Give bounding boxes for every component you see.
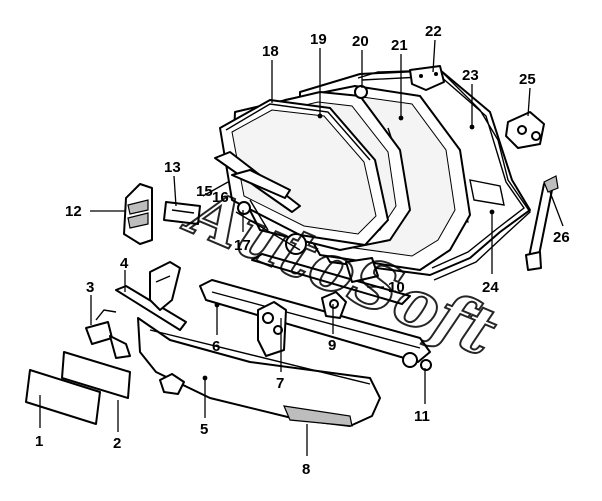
callout-5: 5 [200, 421, 208, 438]
callout-labels: 1 2 3 4 5 6 7 8 9 10 11 12 13 15 16 17 1… [35, 23, 570, 478]
lamp-12 [123, 183, 153, 245]
mount-10 [345, 257, 379, 283]
callout-23: 23 [462, 67, 479, 84]
callout-26: 26 [553, 229, 570, 246]
plate-lamp-3 [85, 309, 131, 359]
plate-1 [25, 369, 101, 425]
bumper-mounts [257, 257, 379, 357]
wiper-assembly [214, 151, 307, 255]
seal-23 [357, 69, 531, 281]
callout-15: 15 [196, 183, 213, 200]
tailgate-fittings [354, 65, 559, 271]
callout-10: 10 [388, 279, 405, 296]
callout-21: 21 [391, 37, 408, 54]
callout-9: 9 [328, 337, 336, 354]
callout-16: 16 [212, 189, 229, 206]
clip [159, 373, 185, 395]
callout-24: 24 [482, 279, 499, 296]
callout-17: 17 [234, 237, 251, 254]
hinge-22 [409, 65, 445, 91]
callout-8: 8 [302, 461, 310, 478]
callout-1: 1 [35, 433, 43, 450]
callout-2: 2 [113, 435, 121, 452]
callout-25: 25 [519, 71, 536, 88]
callout-19: 19 [310, 31, 327, 48]
callout-20: 20 [352, 33, 369, 50]
callout-18: 18 [262, 43, 279, 60]
bumper-stop-20 [354, 85, 368, 99]
callout-6: 6 [212, 338, 220, 355]
badge-13 [163, 201, 201, 225]
bumper-bracket-4 [115, 261, 187, 331]
callout-3: 3 [86, 279, 94, 296]
plate-holder-2 [61, 351, 131, 399]
leader-lines [39, 39, 564, 456]
callout-4: 4 [120, 255, 129, 272]
callout-13: 13 [164, 159, 181, 176]
callout-11: 11 [414, 408, 430, 425]
rear-glass-18 [219, 99, 389, 246]
callout-7: 7 [276, 375, 284, 392]
reinforcement-beam [199, 253, 432, 371]
callout-22: 22 [425, 23, 442, 40]
bumper-cover-5 [137, 317, 381, 427]
callout-12: 12 [65, 203, 82, 220]
